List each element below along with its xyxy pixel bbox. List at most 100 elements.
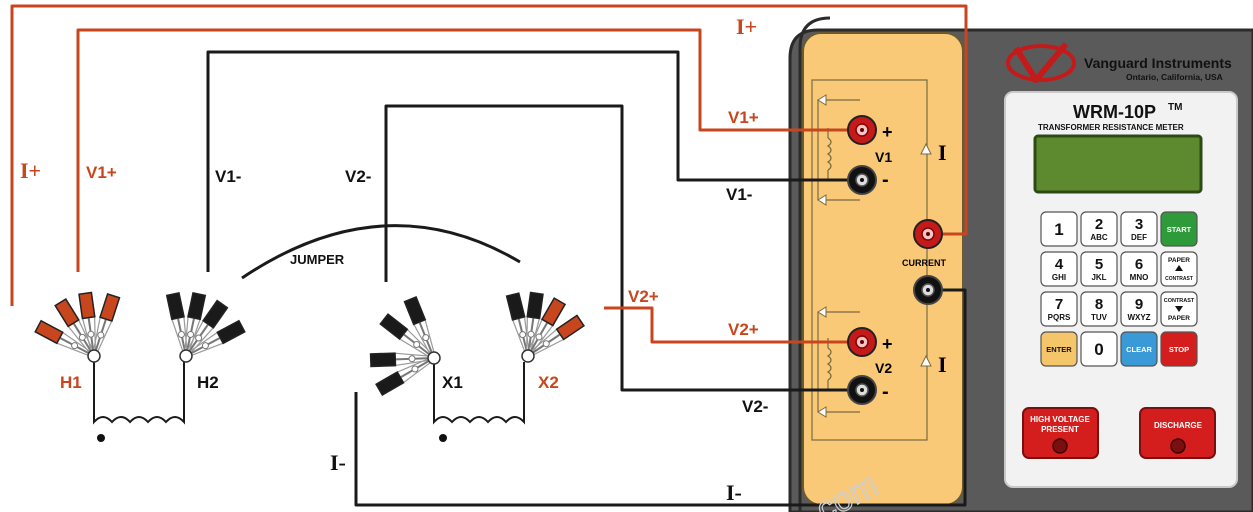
vanguard-logo-icon (1006, 42, 1076, 83)
key-sublabel: MNO (1130, 273, 1149, 282)
key-label: CLEAR (1126, 345, 1152, 354)
clamp-x2-v2-plus (526, 314, 585, 358)
key-sublabel: GHI (1052, 273, 1066, 282)
label-i-minus-left: I- (330, 450, 346, 475)
key-sublabel: CONTRAST (1165, 276, 1193, 282)
key-sublabel: ABC (1090, 233, 1108, 242)
key-label: START (1167, 225, 1192, 234)
label-x1: X1 (442, 373, 463, 392)
high-voltage-indicator: HIGH VOLTAGE PRESENT (1022, 407, 1099, 459)
wire-v1-minus (206, 50, 858, 272)
key-label: 0 (1094, 340, 1103, 359)
model-tm: TM (1168, 102, 1182, 113)
discharge-indicator: DISCHARGE (1139, 407, 1216, 459)
key-label: 4 (1055, 256, 1064, 273)
wire-v2-plus (604, 306, 858, 344)
wire-i-minus (354, 288, 967, 507)
key-label: 7 (1055, 296, 1063, 313)
primary-winding (93, 362, 185, 425)
panel-plus-1: + (882, 122, 893, 142)
terminal-x2 (521, 349, 535, 363)
discharge-label: DISCHARGE (1154, 421, 1203, 430)
panel-v1: V1 (875, 149, 892, 165)
panel-i-top: I (938, 140, 947, 165)
clamp-h2-4 (184, 319, 246, 358)
terminal-v2-minus[interactable] (847, 375, 877, 405)
label-v1-minus-right: V1- (726, 185, 752, 204)
key-paper[interactable]: PAPER CONTRAST (1160, 251, 1198, 287)
key-0[interactable]: 0 (1080, 331, 1118, 367)
label-h1: H1 (60, 373, 82, 392)
key-sublabel: WXYZ (1127, 313, 1150, 322)
key-label: CONTRAST (1164, 298, 1195, 304)
polarity-dot-h (97, 434, 105, 442)
label-v1-plus-right: V1+ (728, 108, 759, 127)
terminal-v2-plus[interactable] (847, 327, 877, 357)
terminal-v1-plus[interactable] (847, 115, 877, 145)
brand-location: Ontario, California, USA (1126, 72, 1223, 82)
key-enter[interactable]: ENTER (1040, 331, 1078, 367)
key-stop[interactable]: STOP (1160, 331, 1198, 367)
key-label: PAPER (1168, 257, 1190, 264)
key-label: 9 (1135, 296, 1143, 313)
key-clear[interactable]: CLEAR (1120, 331, 1158, 367)
key-sublabel: PAPER (1168, 315, 1190, 322)
wire-v2-minus (384, 104, 858, 392)
model-name: WRM-10P (1073, 102, 1156, 122)
brand-name: Vanguard Instruments (1084, 55, 1232, 71)
terminal-panel (802, 32, 964, 506)
key-sublabel: PQRS (1048, 313, 1071, 322)
jumper-wire (241, 224, 521, 280)
terminal-v1-minus[interactable] (847, 165, 877, 195)
secondary-winding (433, 362, 525, 425)
label-v2-minus-left: V2- (345, 167, 371, 186)
label-i-minus-bottom: I- (726, 480, 742, 505)
key-label: 8 (1095, 296, 1103, 313)
polarity-dot-x (439, 434, 447, 442)
key-sublabel: TUV (1091, 313, 1108, 322)
terminal-h2 (179, 349, 193, 363)
label-v2-minus-right: V2- (742, 397, 768, 416)
clamp-h1-v1-plus (78, 291, 97, 357)
terminal-current-plus[interactable] (913, 219, 943, 249)
label-v1-plus-left: V1+ (86, 163, 117, 182)
panel-plus-2: + (882, 334, 893, 354)
panel-v2: V2 (875, 360, 892, 376)
key-sublabel: JKL (1091, 273, 1106, 282)
key-start[interactable]: START (1160, 211, 1198, 247)
key-label: 6 (1135, 256, 1143, 273)
hv-line2: PRESENT (1041, 425, 1079, 434)
clamp-x2-jumper (505, 292, 531, 357)
label-v2-plus-right: V2+ (728, 320, 759, 339)
label-h2: H2 (197, 373, 219, 392)
terminal-x1 (427, 351, 441, 365)
key-contrast[interactable]: CONTRAST PAPER (1160, 291, 1198, 327)
hv-line1: HIGH VOLTAGE (1030, 415, 1090, 424)
key-label: 2 (1095, 216, 1103, 233)
panel-current: CURRENT (902, 258, 947, 268)
clamp-h1-i-plus (34, 319, 96, 358)
label-x2: X2 (538, 373, 559, 392)
key-label: 1 (1054, 220, 1063, 239)
model-subtitle: TRANSFORMER RESISTANCE METER (1038, 123, 1184, 132)
lcd-display (1033, 134, 1203, 194)
panel-i-bottom: I (938, 352, 947, 377)
terminal-current-minus[interactable] (913, 275, 943, 305)
wire-v1-plus (76, 28, 858, 272)
label-i-plus-top: I+ (736, 14, 757, 39)
key-1[interactable]: 1 (1040, 211, 1078, 247)
wire-i-plus (10, 4, 968, 306)
key-sublabel: DEF (1131, 233, 1147, 242)
key-label: STOP (1169, 345, 1189, 354)
label-i-plus-left: I+ (20, 158, 41, 183)
label-v2-plus-left: V2+ (628, 287, 659, 306)
